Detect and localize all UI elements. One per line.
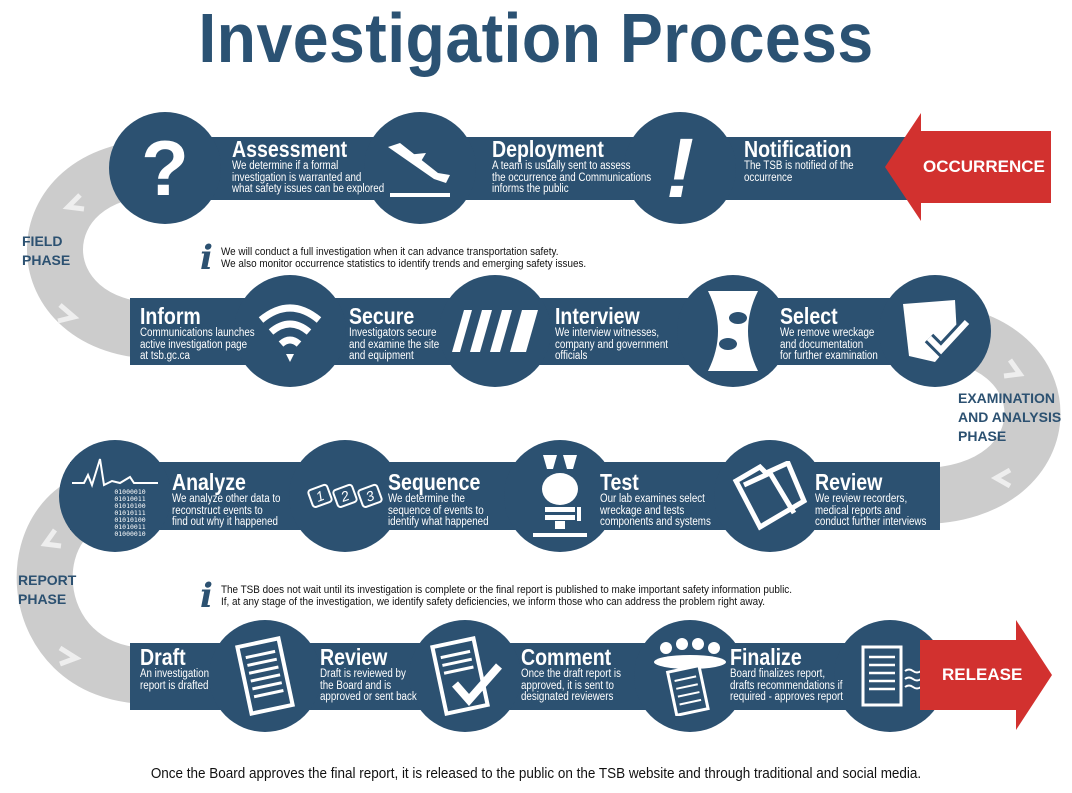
info-note-1: i We will conduct a full investigation wh… — [200, 238, 627, 278]
step-text: Draft is reviewed by the Board and is ap… — [320, 668, 417, 703]
step-text: We review recorders, medical reports and… — [815, 493, 927, 528]
step-text: An investigation report is drafted — [140, 668, 210, 692]
path-arrow-icon — [990, 467, 1012, 489]
footer-note: Once the Board approves the final report… — [150, 766, 922, 782]
step-text: Investigators secure and examine the sit… — [349, 327, 440, 362]
row-band — [140, 137, 910, 200]
sequence-step: 3 — [356, 482, 384, 510]
occurrence-label: OCCURRENCE — [923, 157, 1045, 176]
step-text: We determine if a formal investigation i… — [232, 160, 385, 195]
binary-text: 01000010 01010011 01010100 01010111 0101… — [114, 487, 146, 538]
step-title: Inform — [140, 303, 201, 329]
field-phase-label: FIELD PHASE — [22, 233, 71, 268]
step-text: Communications launches active investiga… — [140, 327, 255, 362]
step-text: We analyze other data to reconstruct eve… — [172, 493, 281, 528]
release-arrow: RELEASE — [920, 620, 1052, 730]
step-title: Sequence — [388, 469, 481, 495]
step-title: Deployment — [492, 136, 604, 162]
path-arrow-icon — [62, 193, 85, 212]
step-text: Once the draft report is approved, it is… — [521, 668, 621, 703]
step-title: Draft — [140, 644, 186, 670]
heartbeat-binary-icon: 01000010 01010011 01010100 01010111 0101… — [59, 440, 171, 552]
info-line: We will conduct a full investigation whe… — [220, 246, 559, 258]
report-phase-label: REPORT PHASE — [18, 572, 77, 607]
info-icon: i — [200, 238, 213, 278]
wifi-icon — [234, 275, 346, 387]
folder-icon — [714, 440, 826, 552]
step-title: Finalize — [730, 644, 802, 670]
occurrence-arrow: OCCURRENCE — [885, 113, 1051, 221]
reviewers-document-icon — [634, 620, 746, 732]
step-title: Select — [780, 303, 838, 329]
examination-phase-label: EXAMINATION AND ANALYSIS PHASE — [958, 390, 1062, 444]
exclamation-icon: ! — [624, 112, 736, 224]
step-text: Our lab examines select wreckage and tes… — [600, 493, 711, 528]
step-title: Analyze — [172, 469, 246, 495]
page-title: Investigation Process — [198, 0, 874, 77]
path-arrow-icon — [40, 528, 62, 549]
step-text: The TSB is notified of the occurrence — [744, 160, 854, 184]
barrier-icon — [439, 275, 551, 387]
faces-talking-icon — [677, 275, 789, 387]
path-arrow-icon — [58, 645, 82, 667]
step-title: Test — [600, 469, 639, 495]
info-line: We also monitor occurrence statistics to… — [220, 258, 587, 270]
release-label: RELEASE — [942, 665, 1023, 684]
sequence-123-icon: 1 2 3 — [289, 440, 401, 552]
path-arrow-icon — [57, 303, 80, 324]
info-icon: i — [200, 576, 213, 616]
document-icon — [209, 620, 321, 732]
airplane-icon — [364, 112, 476, 224]
step-title: Interview — [555, 303, 640, 329]
step-title: Secure — [349, 303, 415, 329]
step-title: Assessment — [232, 136, 348, 162]
step-text: We remove wreckage and documentation for… — [780, 327, 878, 362]
path-arrow-icon — [1003, 358, 1025, 379]
info-line: The TSB does not wait until its investig… — [220, 584, 792, 596]
step-text: We determine the sequence of events to i… — [388, 493, 489, 528]
step-title: Comment — [521, 644, 612, 670]
step-title: Review — [815, 469, 883, 495]
step-title: Notification — [744, 136, 852, 162]
info-note-2: i The TSB does not wait until its investi… — [200, 576, 855, 616]
step-title: Review — [320, 644, 388, 670]
wreckage-check-icon — [879, 275, 991, 387]
question-icon: ? — [109, 112, 221, 224]
info-line: If, at any stage of the investigation, w… — [220, 596, 765, 608]
step-text: A team is usually sent to assess the occ… — [492, 160, 652, 195]
document-check-icon — [409, 620, 521, 732]
step-text: Board finalizes report, drafts recommend… — [730, 668, 844, 703]
step-text: We interview witnesses, company and gove… — [555, 327, 669, 362]
microscope-icon — [504, 440, 616, 552]
